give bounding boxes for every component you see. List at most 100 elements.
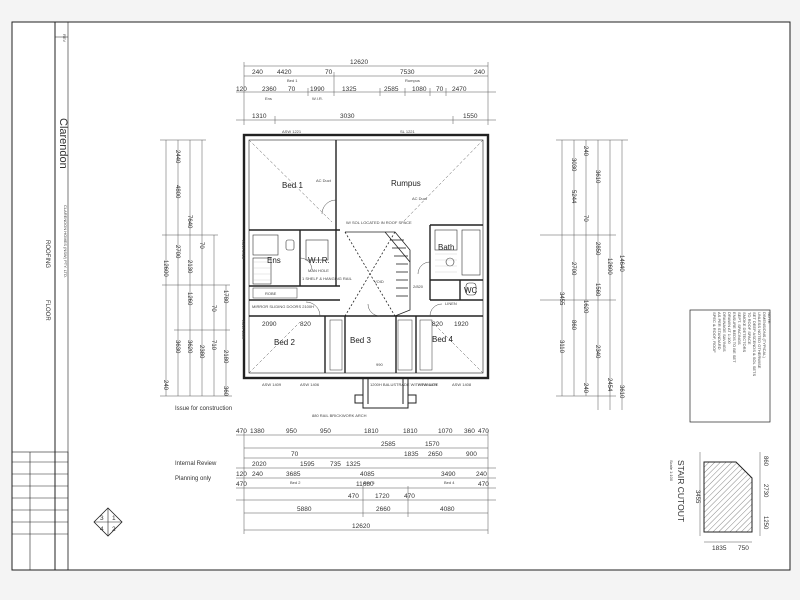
north-arrow-label: 2 xyxy=(112,526,116,533)
dim-right-inner: 860 xyxy=(570,320,576,331)
faint-stamp-text: Internal Review xyxy=(175,461,217,467)
north-arrow-label: 1 xyxy=(112,515,116,522)
fixture-note: MAN HOLE xyxy=(308,268,329,273)
dim-bottom-r3: 1835 xyxy=(404,451,419,458)
dim-right-inner: 3030 xyxy=(570,158,576,172)
stair-cutout: STAIR CUTOUT Scale 1:100 860 2730 3455 1… xyxy=(669,452,768,552)
window-code: ASW 1809 xyxy=(241,320,246,340)
dim-right: 3110 xyxy=(558,340,564,354)
note-line: DIMENSIONS (TYPICAL) xyxy=(762,312,767,358)
dim-right: 2850 xyxy=(594,242,600,256)
dim-bottom-r5: 240 xyxy=(476,471,487,478)
window-code: ASW 1408 xyxy=(452,382,472,387)
room-label-linen: LINEN xyxy=(445,301,457,306)
dim-bottom-r8: 2660 xyxy=(376,506,391,513)
room-label-rumpus: Rumpus xyxy=(391,179,421,188)
door-swings xyxy=(299,199,443,317)
fixture-note: 2090 xyxy=(262,321,277,328)
fixture-note: 1 SHELF & HANGING RAIL xyxy=(302,276,353,281)
dim-bottom-r5: 240 xyxy=(252,471,263,478)
dim-left: 12600 xyxy=(162,260,168,277)
stair-cutout-dim: 1835 xyxy=(712,545,727,552)
dim-top-r1: 4420 xyxy=(277,69,292,76)
note-line: SMOKE DETECTORS xyxy=(742,312,747,352)
outer-wall xyxy=(242,133,490,380)
dim-bottom-r6: 470 xyxy=(236,481,247,488)
fixture-note: W/ SOL LOCATED IN ROOF SPACE xyxy=(346,220,412,225)
dim-right: 3455 xyxy=(558,292,564,306)
dim-right: 3610 xyxy=(618,385,624,399)
dim-left: 2130 xyxy=(186,260,192,274)
faint-stamp-text: Issue for construction xyxy=(175,406,232,412)
fixture-note: 990 xyxy=(376,362,383,367)
north-arrow-label: 4 xyxy=(100,526,104,533)
window-code: ASW 1406 xyxy=(300,382,320,387)
company-name: CLARENDON HOMES (NSW) PTY. LTD. xyxy=(63,205,68,278)
note-line: TO ROOF SPACE xyxy=(747,312,752,345)
dim-bottom-r1: 360 xyxy=(464,428,475,435)
dim-bottom-overall: 12620 xyxy=(352,523,370,530)
note-line: NOTE: xyxy=(767,312,772,324)
dim-left: 240 xyxy=(162,380,168,391)
room-label-wc: WC xyxy=(464,286,478,295)
dim-right: 2340 xyxy=(594,345,600,359)
dim-bottom-r3: 2650 xyxy=(428,451,443,458)
dim-bottom-r5: 120 xyxy=(236,471,247,478)
dim-bottom-r4: 735 xyxy=(330,461,341,468)
dim-bottom-r7: 470 xyxy=(348,493,359,500)
dim-bottom-r6: 11680 xyxy=(356,481,374,488)
dim-left: 4800 xyxy=(174,185,180,199)
dim-top-r2: 2585 xyxy=(384,86,399,93)
north-arrow-label: 3 xyxy=(100,515,104,522)
wet-area-fixtures xyxy=(252,229,481,296)
stair-cutout-dim: 750 xyxy=(738,545,749,552)
dim-top-r1: 240 xyxy=(474,69,485,76)
faint-strip-text: FLOOR xyxy=(44,300,50,321)
dim-bottom-r4: 1325 xyxy=(346,461,361,468)
dim-bottom-r5-label: Bed 3 xyxy=(364,480,375,485)
dim-bottom-r2: 1570 xyxy=(425,441,440,448)
room-label-bed3: Bed 3 xyxy=(350,336,371,345)
stair-cutout-scale: Scale 1:100 xyxy=(669,460,674,482)
dim-bottom-r5-label: Bed 4 xyxy=(444,480,455,485)
dim-bottom-r5: 3685 xyxy=(286,471,301,478)
dim-top-r3: 1310 xyxy=(252,113,267,120)
dim-top-r3: 1550 xyxy=(463,113,478,120)
dim-top-r2-label: Ens xyxy=(265,96,272,101)
inner-wall-line xyxy=(248,139,484,374)
dim-bottom-r1: 950 xyxy=(320,428,331,435)
fixture-note: 1920 xyxy=(454,321,469,328)
stair-cutout-dim: 2730 xyxy=(762,484,768,498)
room-label-robe: ROBE xyxy=(265,291,277,296)
dim-bottom-r1: 470 xyxy=(478,428,489,435)
dim-left: 3620 xyxy=(186,340,192,354)
dim-bottom-r8: 5880 xyxy=(297,506,312,513)
dim-right: 3610 xyxy=(594,170,600,184)
dim-bottom-r4: 1595 xyxy=(300,461,315,468)
note-line: SET DEEP ASCENDS & SOL SETS xyxy=(752,312,757,377)
dim-left: 7640 xyxy=(186,215,192,229)
dim-left-inner: 710 xyxy=(210,340,216,351)
dim-left: 1260 xyxy=(186,292,192,306)
dim-top-r2: 1990 xyxy=(310,86,325,93)
faint-strip-text: ROOFING xyxy=(44,240,50,268)
dim-right: 240 xyxy=(582,146,588,157)
dim-right: 12600 xyxy=(606,258,612,275)
dim-top-r2: 2470 xyxy=(452,86,467,93)
right-dimensions xyxy=(540,139,628,410)
dim-left-inner: 2180 xyxy=(222,350,228,364)
dim-top-r1: 240 xyxy=(252,69,263,76)
note-line: ENSURE BEDS TO BE SET xyxy=(732,312,737,363)
dim-top-r2-label: W.I.R. xyxy=(312,96,323,101)
faint-stamp-text: Planning only xyxy=(175,476,211,482)
dim-left: 2700 xyxy=(174,245,180,259)
note-line: SPEC & ROOF, ROOF xyxy=(712,312,717,353)
dim-bottom-r5: 4085 xyxy=(360,471,375,478)
dim-bottom-r7: 470 xyxy=(404,493,415,500)
stair-cutout-title: STAIR CUTOUT xyxy=(676,460,686,522)
tile-hatch xyxy=(253,253,457,281)
dim-bottom-r1: 1810 xyxy=(403,428,418,435)
note-line: UNLESS NOTED OTHERWISE xyxy=(757,312,762,369)
dim-right: 5244 xyxy=(570,190,576,204)
dim-right: 1620 xyxy=(582,300,588,314)
